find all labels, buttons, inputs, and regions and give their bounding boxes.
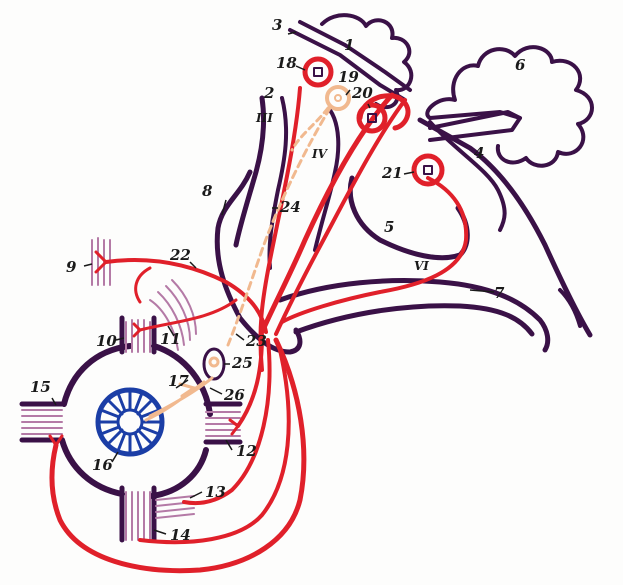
- label-5: 5: [384, 218, 394, 236]
- label-4: 4: [474, 144, 484, 162]
- label-3: 3: [272, 16, 282, 34]
- label-group: 1 2 3 4 5 6 7 8 9 10 11 12 13 14 15 16 1…: [30, 16, 526, 544]
- label-17: 17: [168, 372, 189, 390]
- label-25: 25: [231, 354, 253, 372]
- nerve-bundle-c: [274, 98, 407, 336]
- label-9: 9: [66, 258, 77, 276]
- bundle-wall-left: [233, 95, 267, 248]
- nucleus-21: [411, 153, 445, 187]
- label-24: 24: [279, 198, 301, 216]
- muscle-medial-12: [203, 401, 243, 445]
- branch-6: [428, 110, 522, 142]
- nerve-10: [138, 298, 238, 332]
- bundle-wall-right-upper: [313, 108, 341, 252]
- fiber-26: [144, 376, 214, 422]
- label-26: 26: [223, 386, 245, 404]
- eyeball-outline: [59, 343, 213, 499]
- nerve-10-fork: [132, 322, 142, 338]
- label-23: 23: [245, 332, 267, 350]
- fiber-19-branch: [290, 106, 330, 152]
- ciliary-fibers-11: [149, 279, 197, 351]
- nerve-22: [104, 258, 268, 334]
- nerve-14: [138, 348, 291, 545]
- nerve-loop-14-15: [49, 337, 307, 574]
- muscle-superior-10: [119, 315, 157, 355]
- bundle-wall-8: [214, 169, 303, 355]
- muscle-oblique-13: [155, 495, 195, 519]
- label-7: 7: [494, 284, 505, 302]
- ganglion-25: [202, 347, 226, 381]
- label-roman-3: III: [255, 111, 273, 125]
- nerve-22-branch: [134, 266, 152, 304]
- wedge-lower-5: [347, 175, 470, 261]
- label-21: 21: [381, 164, 403, 182]
- nerve-9-fork: [94, 250, 108, 274]
- label-2: 2: [263, 84, 274, 102]
- bundle-wall-inner: [267, 96, 289, 270]
- label-13: 13: [205, 483, 226, 501]
- cord-3b: [298, 20, 412, 92]
- label-10: 10: [96, 332, 117, 350]
- label-roman-6: VI: [414, 259, 429, 273]
- label-11: 11: [160, 330, 181, 348]
- label-8: 8: [202, 182, 213, 200]
- label-18: 18: [276, 54, 297, 72]
- nerve-21: [280, 176, 469, 324]
- channel-7-tip: [558, 288, 582, 328]
- channel-7-upper: [277, 278, 551, 353]
- muscle-hatch-9: [91, 237, 111, 286]
- nucleus-18: [302, 56, 334, 88]
- cloud-structure-6: [425, 45, 594, 168]
- nerve-15-fork: [48, 434, 64, 447]
- nerve-12-fork: [228, 418, 240, 436]
- nerve-12: [236, 333, 264, 428]
- wedge-channel-4: [428, 120, 507, 232]
- label-14: 14: [170, 526, 191, 544]
- nucleus-19: [325, 85, 351, 111]
- pupil-16: [95, 387, 165, 457]
- label-16: 16: [92, 456, 113, 474]
- label-roman-4: IV: [311, 147, 329, 161]
- nerve-13: [182, 338, 272, 506]
- nucleus-20: [356, 102, 388, 134]
- fiber-24: [226, 106, 332, 347]
- leader-lines: [51, 31, 495, 535]
- label-1: 1: [344, 36, 354, 54]
- muscle-inferior-14: [119, 485, 157, 543]
- cord-3a: [288, 28, 407, 102]
- label-22: 22: [169, 246, 191, 264]
- label-6: 6: [515, 56, 526, 74]
- label-12: 12: [236, 442, 257, 460]
- label-19: 19: [338, 68, 359, 86]
- label-20: 20: [351, 84, 373, 102]
- channel-7-lower: [293, 303, 535, 337]
- label-15: 15: [30, 378, 51, 396]
- muscle-lateral-15: [19, 401, 65, 443]
- nucleus-19-dot: [334, 94, 342, 102]
